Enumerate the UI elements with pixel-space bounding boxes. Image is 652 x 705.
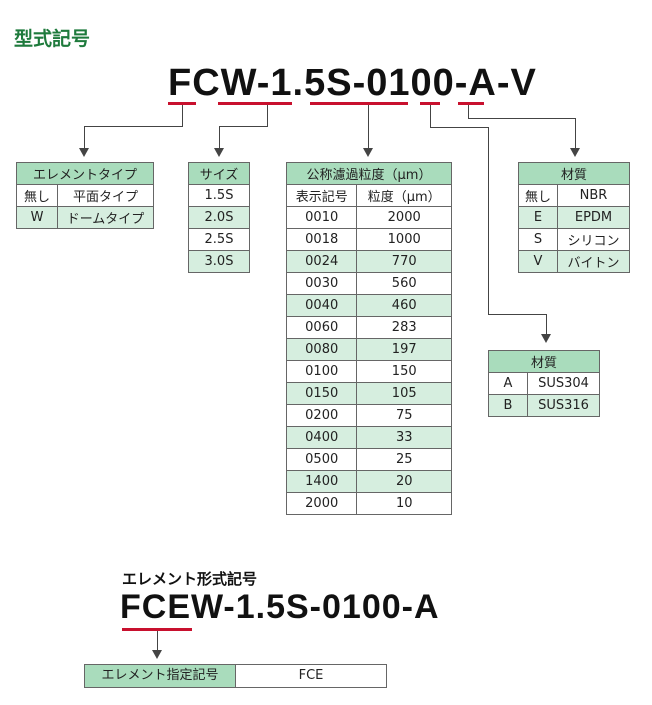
table-cell: 33 [356,426,452,449]
table-cell: 0024 [285,250,358,273]
table-cell: 2.0S [188,206,250,229]
element-section-title: エレメント形式記号 [122,570,258,588]
table-cell: NBR [557,184,630,207]
column-header: 粒度（μm） [356,184,452,207]
underline-body-material [420,102,440,105]
arrow-down-icon [214,148,224,157]
table-cell: 0060 [285,316,358,339]
body-material-header: 材質 [488,350,600,373]
table-cell: A [488,372,528,395]
table-cell: シリコン [557,228,630,251]
table-cell: 770 [356,250,452,273]
table-cell: 460 [356,294,452,317]
table-cell: V [518,250,558,273]
element-type-header: エレメントタイプ [16,162,154,185]
table-cell: 150 [356,360,452,383]
table-cell: 25 [356,448,452,471]
table-cell: ドームタイプ [57,206,154,229]
table-cell: 1.5S [188,184,250,207]
table-cell: 197 [356,338,452,361]
underline-seal-material [458,102,484,105]
table-cell: 無し [16,184,58,207]
underline-filtration [310,102,408,105]
table-cell: 10 [356,492,452,515]
table-cell: 0150 [285,382,358,405]
element-designation-row: エレメント指定記号 FCE [84,664,387,688]
element-code: FCEW-1.5S-0100-A [120,588,440,626]
underline-type [168,102,196,105]
table-cell: 0200 [285,404,358,427]
table-cell: 2.5S [188,228,250,251]
underline-size [218,102,292,105]
size-table: サイズ 1.5S 2.0S 2.5S 3.0S [188,162,250,273]
table-cell: 3.0S [188,250,250,273]
table-cell: 0030 [285,272,358,295]
table-cell: 105 [356,382,452,405]
table-cell: 0080 [285,338,358,361]
table-cell: SUS304 [527,372,600,395]
table-cell: 2000 [356,206,452,229]
table-cell: 0400 [285,426,358,449]
table-cell: 560 [356,272,452,295]
underline-element [122,628,192,631]
seal-material-header: 材質 [518,162,630,185]
table-cell: 0018 [285,228,358,251]
arrow-down-icon [79,148,89,157]
arrow-down-icon [570,148,580,157]
arrow-down-icon [152,650,162,659]
table-cell: 無し [518,184,558,207]
table-cell: W [16,206,58,229]
table-cell: 0500 [285,448,358,471]
table-cell: 283 [356,316,452,339]
table-cell: 0100 [285,360,358,383]
table-cell: 20 [356,470,452,493]
table-cell: 1400 [285,470,358,493]
table-cell: EPDM [557,206,630,229]
table-cell: バイトン [557,250,630,273]
table-cell: 0010 [285,206,358,229]
table-cell: B [488,394,528,417]
element-designation-value: FCE [236,664,387,688]
element-designation-label: エレメント指定記号 [84,664,236,688]
size-header: サイズ [188,162,250,185]
arrow-down-icon [541,334,551,343]
table-cell: 1000 [356,228,452,251]
model-code: FCW-1.5S-0100-A-V [168,62,537,104]
page-title: 型式記号 [14,28,91,50]
table-cell: 75 [356,404,452,427]
table-cell: SUS316 [527,394,600,417]
column-header: 表示記号 [285,184,358,207]
table-cell: 平面タイプ [57,184,154,207]
filtration-header: 公称濾過粒度（μm） [286,162,452,185]
table-cell: 0040 [285,294,358,317]
arrow-down-icon [363,148,373,157]
table-cell: S [518,228,558,251]
table-cell: 2000 [285,492,358,515]
table-cell: E [518,206,558,229]
